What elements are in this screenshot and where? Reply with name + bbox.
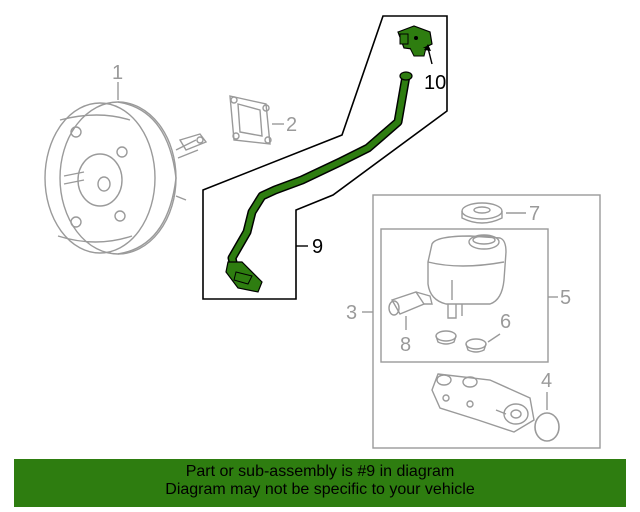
callout-6: 6	[500, 311, 511, 333]
info-banner: Part or sub-assembly is #9 in diagram Di…	[14, 459, 626, 507]
fluid-reservoir	[427, 234, 507, 319]
callout-5: 5	[560, 287, 571, 309]
grommets	[435, 330, 487, 353]
gasket	[229, 95, 272, 145]
vacuum-hose	[225, 71, 413, 293]
hose-callout-box	[202, 15, 448, 300]
leader-arrow-10	[424, 44, 431, 51]
check-valve	[397, 25, 433, 57]
reservoir-box	[380, 228, 549, 363]
callout-1: 1	[112, 62, 123, 84]
o-ring	[534, 412, 560, 442]
callout-9: 9	[312, 236, 323, 258]
callout-4: 4	[541, 370, 552, 392]
master-cylinder-body	[431, 373, 535, 433]
banner-line-part: Part or sub-assembly is #9 in diagram	[185, 463, 455, 480]
master-cylinder-box	[372, 194, 601, 449]
callout-2: 2	[286, 114, 297, 136]
reservoir-cap	[461, 202, 503, 224]
callout-10: 10	[424, 72, 446, 94]
banner-line-disclaimer: Diagram may not be specific to your vehi…	[165, 481, 475, 498]
brake-booster	[44, 101, 208, 255]
parts-diagram: 1 2 9 10 3 5	[44, 15, 601, 449]
callout-7: 7	[529, 203, 540, 225]
fluid-level-sensor	[388, 291, 433, 316]
leader-line-10	[427, 47, 433, 65]
leader-line-6	[487, 333, 501, 343]
callout-8: 8	[400, 334, 411, 356]
callout-3: 3	[346, 302, 357, 324]
